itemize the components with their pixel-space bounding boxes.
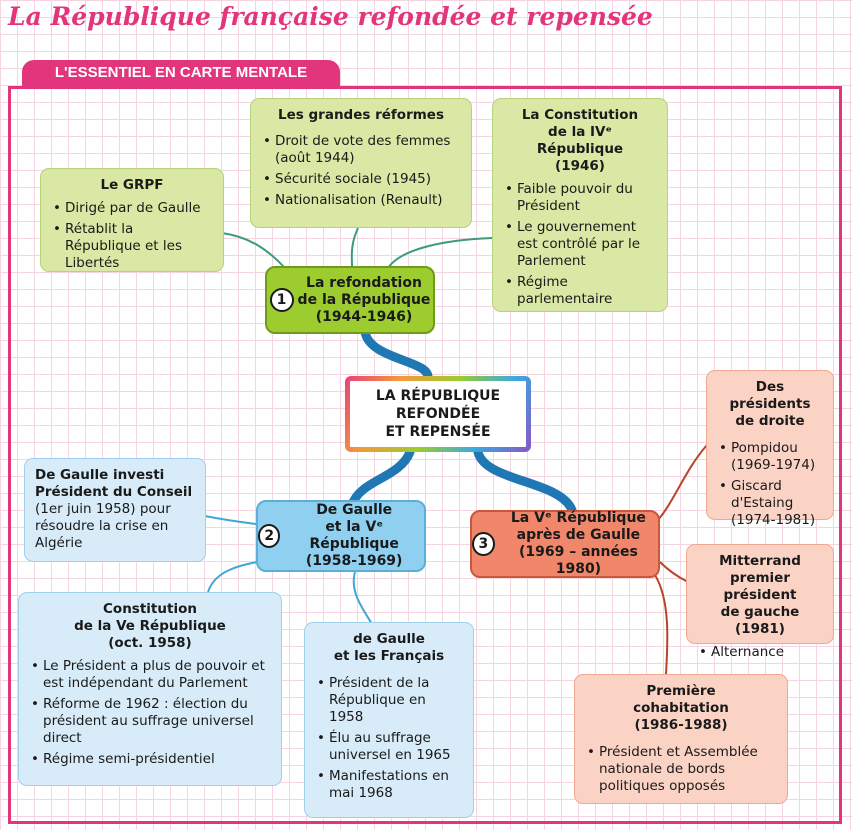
droite-item: Pompidou (1969-1974) [717, 440, 823, 474]
investi-text: (1er juin 1958) pour résoudre la crise e… [35, 501, 171, 551]
cohabitation-title: cohabitation [633, 700, 729, 716]
section-badge: L'ESSENTIEL EN CARTE MENTALE [22, 60, 340, 86]
hub-refondation: 1 La refondation de la République (1944-… [265, 266, 435, 334]
link-investi [204, 515, 257, 525]
francais-item: Élu au suffrage universel en 1965 [315, 730, 463, 764]
cohabitation-title: Première [646, 683, 716, 699]
mitterrand-title: Mitterrand [719, 553, 801, 569]
reformes-box: Les grandes réformes Droit de vote des f… [250, 98, 472, 228]
constitution5-title: Constitution [103, 601, 197, 617]
central-label: ET REPENSÉE [385, 424, 491, 440]
link-hub2-center [347, 447, 415, 510]
hub-label: (1969 – années 1980) [519, 544, 638, 577]
link-reformes [350, 227, 359, 267]
constitution4-title: (1946) [555, 158, 605, 174]
constitution4-box: La Constitution de la IVᵉ République (19… [492, 98, 668, 312]
droite-box: Des présidents de droite Pompidou (1969-… [706, 370, 834, 528]
droite-title: de droite [735, 413, 805, 429]
page-title: La République française refondée et repe… [8, 2, 653, 31]
constitution4-item: Le gouvernement est contrôlé par le Parl… [503, 219, 657, 270]
constitution4-item: Faible pouvoir du Président [503, 181, 657, 215]
constitution4-title: de la IVᵉ République [536, 124, 624, 157]
cohabitation-box: Première cohabitation (1986-1988) Présid… [574, 674, 788, 804]
link-constitution4 [387, 237, 493, 269]
constitution5-item: Le Président a plus de pouvoir et est in… [29, 658, 271, 692]
hub-label: La refondation [306, 274, 422, 291]
mitterrand-item: Alternance [697, 644, 823, 661]
central-label: LA RÉPUBLIQUE [375, 388, 501, 404]
francais-item: Manifestations en mai 1968 [315, 768, 463, 802]
central-label: REFONDÉE [395, 406, 481, 422]
link-mitterrand [659, 561, 689, 583]
reformes-title: Les grandes réformes [278, 107, 444, 123]
hub-label: La Vᵉ République [510, 510, 646, 526]
cohabitation-title: (1986-1988) [634, 717, 728, 733]
constitution5-item: Régime semi-présidentiel [29, 751, 271, 768]
hub-number: 2 [258, 524, 281, 548]
hub-label: après de Gaulle [516, 527, 641, 543]
link-francais [352, 571, 373, 625]
central-topic: LA RÉPUBLIQUE REFONDÉE ET REPENSÉE [345, 376, 531, 452]
link-grpf [221, 232, 285, 268]
link-cohabitation [654, 574, 669, 675]
reformes-item: Droit de vote des femmes (août 1944) [261, 133, 461, 167]
constitution5-title: de la Ve République [74, 618, 226, 634]
francais-box: de Gaulle et les Français Président de l… [304, 622, 474, 818]
mitterrand-title: premier président [723, 570, 797, 603]
grpf-box: Le GRPF Dirigé par de Gaulle Rétablit la… [40, 168, 224, 272]
investi-box: De Gaulle investi Président du Conseil (… [24, 458, 206, 562]
hub-label: (1958-1969) [305, 553, 403, 569]
mitterrand-box: Mitterrand premier président de gauche (… [686, 544, 834, 661]
grpf-title: Le GRPF [100, 177, 164, 193]
constitution5-item: Réforme de 1962 : élection du président … [29, 696, 271, 747]
constitution5-box: Constitution de la Ve République (oct. 1… [18, 592, 282, 786]
hub-number: 1 [269, 288, 294, 312]
francais-title: de Gaulle [353, 631, 425, 647]
investi-title: Président du Conseil [35, 484, 193, 500]
constitution4-item: Régime parlementaire [503, 274, 657, 308]
hub-label: De Gaulle [316, 502, 393, 518]
reformes-item: Nationalisation (Renault) [261, 192, 461, 209]
hub-number: 3 [472, 532, 495, 556]
link-droite [657, 444, 708, 521]
hub-de-gaulle: 2 De Gaulle et la Vᵉ République (1958-19… [256, 500, 426, 572]
grpf-item: Dirigé par de Gaulle [51, 200, 213, 217]
droite-title: Des présidents [729, 379, 811, 412]
cohabitation-item: Président et Assemblée nationale de bord… [585, 744, 777, 795]
mind-map-frame [8, 86, 842, 824]
droite-item: Giscard d'Estaing (1974-1981) [717, 478, 823, 529]
hub-label: et la Vᵉ République [309, 519, 399, 552]
hub-label: (1944-1946) [315, 308, 413, 325]
link-hub3-center [473, 447, 577, 515]
francais-item: Président de la République en 1958 [315, 675, 463, 726]
mitterrand-title: de gauche (1981) [720, 604, 800, 637]
francais-title: et les Français [333, 648, 445, 664]
hub-label: de la République [297, 291, 431, 308]
constitution5-title: (oct. 1958) [108, 635, 192, 651]
grpf-item: Rétablit la République et les Libertés [51, 221, 213, 272]
link-hub1-center [360, 327, 433, 383]
investi-title: De Gaulle investi [35, 467, 165, 483]
hub-apres-de-gaulle: 3 La Vᵉ République après de Gaulle (1969… [470, 510, 660, 578]
constitution4-title: La Constitution [521, 107, 639, 123]
reformes-item: Sécurité sociale (1945) [261, 171, 461, 188]
